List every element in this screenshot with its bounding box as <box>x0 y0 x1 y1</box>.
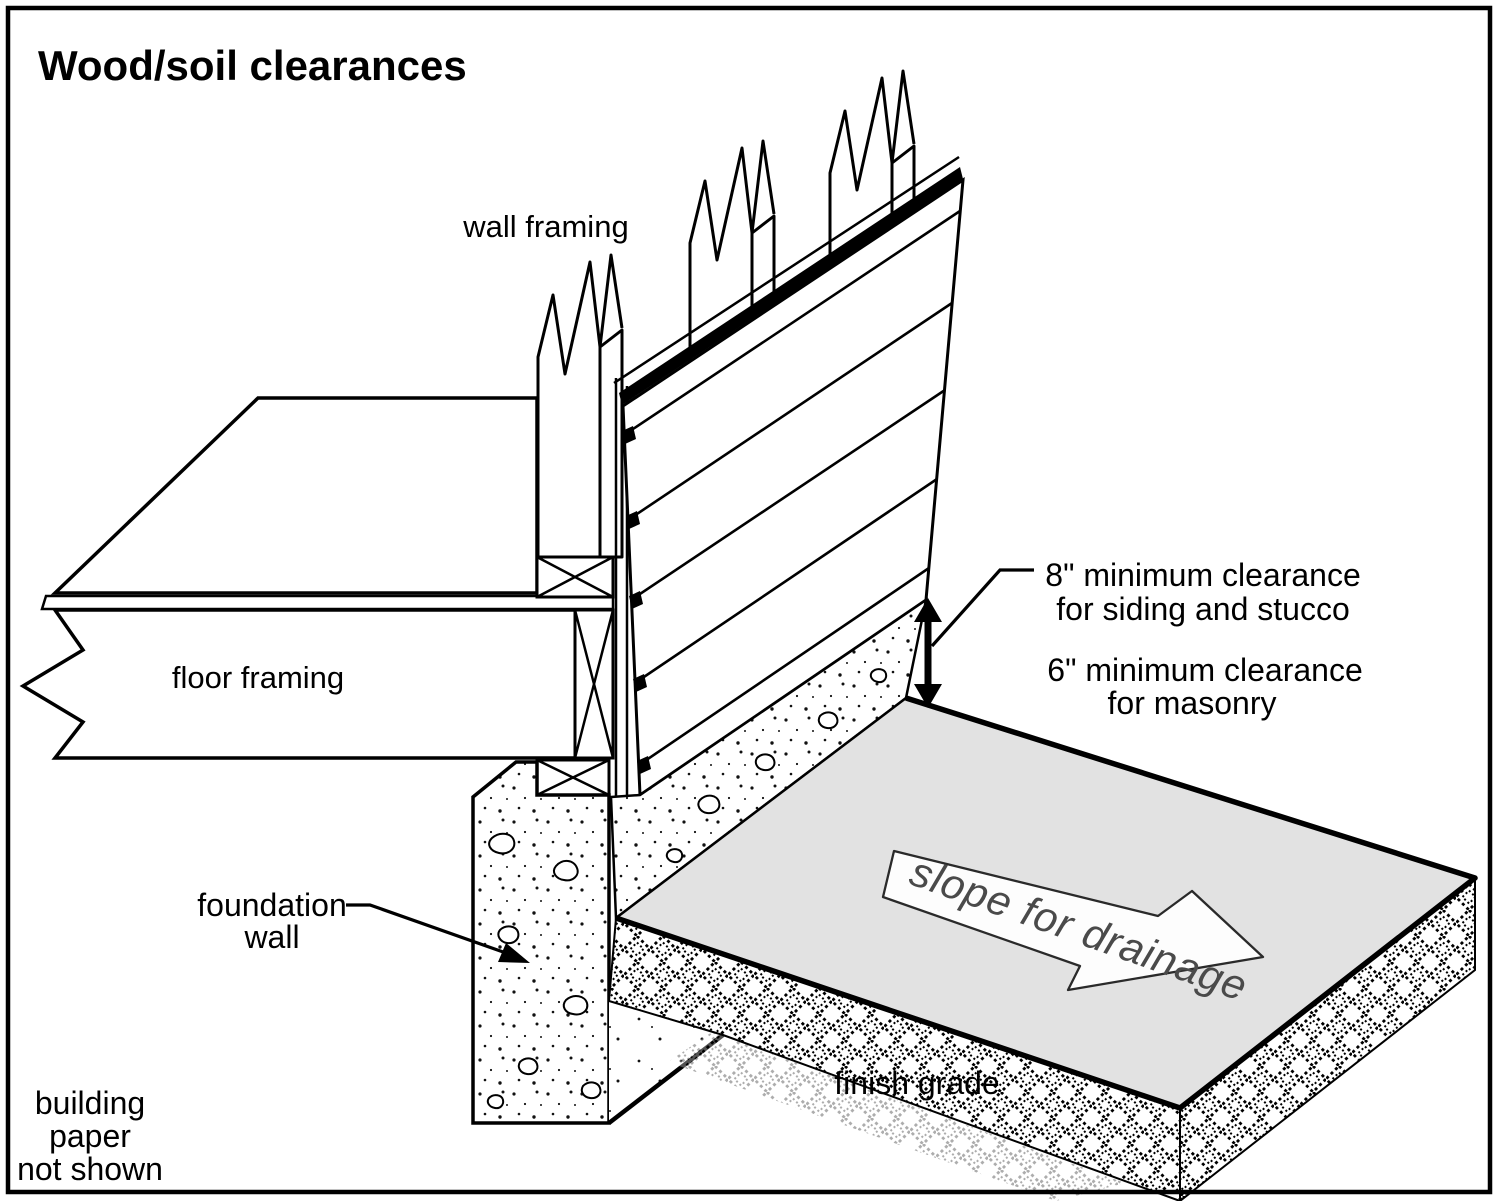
svg-text:foundation: foundation <box>197 887 346 923</box>
svg-text:paper: paper <box>49 1118 131 1154</box>
plates-and-rim <box>535 555 615 797</box>
svg-text:building: building <box>35 1085 145 1121</box>
clearance-8-label: 8" minimum clearance for siding and stuc… <box>1045 557 1360 627</box>
soil-light-hatch <box>668 1032 1125 1201</box>
foundation-leader-line <box>346 903 507 955</box>
clearance-dimension-arrow <box>914 598 942 708</box>
foundation-leader-arrowhead <box>498 943 530 963</box>
leader-lines <box>346 568 1034 963</box>
bottom-plate-block <box>535 555 615 599</box>
siding-panel <box>621 177 965 798</box>
finish-grade-label: finish grade <box>834 1065 999 1101</box>
building-paper-note: building paper not shown <box>17 1085 163 1187</box>
mudsill-block <box>535 758 611 797</box>
floor-deck <box>40 396 615 611</box>
siding-boards <box>623 209 961 767</box>
page-border <box>5 5 1493 1195</box>
aggregate-stones <box>486 832 602 1110</box>
svg-text:not shown: not shown <box>17 1151 163 1187</box>
clearance-6-label: 6" minimum clearance for masonry <box>1047 652 1362 721</box>
soil-section <box>607 875 1476 1201</box>
siding-board-butts <box>622 426 651 774</box>
aggregate-stones-stem <box>665 668 888 864</box>
foundation-stem-side <box>609 597 928 921</box>
svg-text:8" minimum clearance: 8" minimum clearance <box>1045 557 1360 593</box>
svg-text:for masonry: for masonry <box>1108 685 1277 721</box>
svg-text:wall: wall <box>243 919 299 955</box>
foundation-wall <box>471 760 611 1125</box>
foundation-wall-label: foundation wall <box>197 887 346 955</box>
rim-joist-block <box>573 608 615 760</box>
svg-text:6" minimum clearance: 6" minimum clearance <box>1047 652 1362 688</box>
siding-top-band <box>619 167 963 405</box>
page-title: Wood/soil clearances <box>38 42 467 89</box>
wall-framing-label: wall framing <box>462 209 628 244</box>
subfloor-edge <box>40 594 615 611</box>
floor-framing-label: floor framing <box>172 660 344 695</box>
svg-text:for siding and stucco: for siding and stucco <box>1056 591 1350 627</box>
stud-1 <box>536 253 624 559</box>
clearance-leader-line <box>930 568 1034 648</box>
